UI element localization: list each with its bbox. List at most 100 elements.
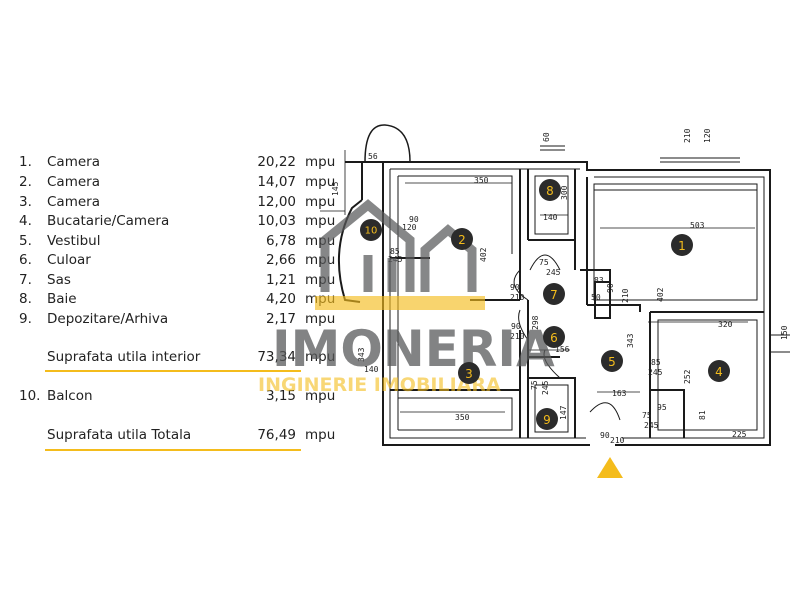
room-marker-10 — [360, 219, 382, 241]
subtotal-area: 73,34 — [257, 349, 296, 365]
room-number: 10. — [19, 388, 41, 404]
dim-label: 120 — [402, 223, 417, 232]
dim-label: 402 — [479, 247, 488, 262]
room-marker-7 — [543, 283, 565, 305]
room-area: 10,03 — [257, 213, 296, 229]
dim-label: 245 — [648, 368, 663, 377]
room-marker-label: 2 — [458, 233, 466, 247]
wall — [593, 183, 758, 301]
dim-label: 300 — [560, 185, 569, 200]
dim-label: 60 — [542, 132, 551, 142]
total-area: 76,49 — [257, 427, 296, 443]
room-area: 6,78 — [265, 233, 296, 249]
wall — [586, 177, 764, 313]
dim-label: 81 — [698, 410, 707, 420]
room-marker-2 — [451, 228, 473, 250]
room-area: 20,22 — [257, 154, 296, 170]
dim-label: 120 — [703, 128, 712, 143]
dim-label: 402 — [656, 287, 665, 302]
wall — [657, 319, 758, 431]
room-name: Vestibul — [47, 233, 101, 249]
room-name: Camera — [47, 174, 100, 190]
room-name: Baie — [47, 291, 77, 307]
dim-label: 85 — [651, 358, 661, 367]
room-number: 3. — [19, 194, 32, 210]
balcony-arc — [364, 124, 411, 163]
room-name: Depozitare/Arhiva — [47, 311, 169, 327]
subtotal-divider — [45, 370, 301, 372]
room-name: Bucatarie/Camera — [47, 213, 170, 229]
room-marker-label: 9 — [543, 413, 551, 427]
room-area: 2,17 — [265, 311, 296, 327]
room-marker-4 — [708, 360, 730, 382]
dim-label: 75 — [642, 411, 652, 420]
room-name: Balcon — [47, 388, 93, 404]
area-unit: mpu — [305, 349, 336, 365]
room-marker-9 — [536, 408, 558, 430]
watermark-house-icon — [320, 199, 477, 292]
wall — [534, 175, 569, 433]
area-unit: mpu — [305, 174, 336, 190]
dim-label: 245 — [541, 380, 550, 395]
area-unit: mpu — [305, 388, 336, 404]
dim-label: 503 — [690, 221, 705, 230]
room-name: Culoar — [47, 252, 91, 268]
room-area: 14,07 — [257, 174, 296, 190]
room-name: Sas — [47, 272, 71, 288]
area-unit: mpu — [305, 213, 336, 229]
room-number: 1. — [19, 154, 32, 170]
room-marker-label: 8 — [546, 184, 554, 198]
wall — [649, 312, 685, 438]
watermark-ruler — [315, 296, 485, 310]
room-marker-5 — [601, 350, 623, 372]
dim-label: 210 — [610, 436, 625, 445]
room-marker-label: 5 — [608, 355, 616, 369]
dim-label: 56 — [368, 152, 378, 161]
dim-label: 320 — [718, 320, 733, 329]
room-number: 9. — [19, 311, 32, 327]
dimension-labels: 56 145 350 402 300 140 503 402 320 343 3… — [331, 128, 789, 445]
dim-label: 343 — [357, 347, 366, 362]
dim-label: 75 — [530, 380, 539, 390]
room-marker-label: 1 — [678, 239, 686, 253]
room-marker-label: 6 — [550, 331, 558, 345]
dim-label: 163 — [612, 389, 627, 398]
dim-label: 150 — [780, 325, 789, 340]
dim-label: 350 — [455, 413, 470, 422]
room-marker-label: 3 — [465, 367, 473, 381]
dim-label: 75 — [539, 258, 549, 267]
dim-label: 210 — [621, 288, 630, 303]
watermark-tagline: INGINERIE IMOBILIARA — [258, 374, 501, 396]
window — [540, 145, 790, 353]
dim-label: 50 — [591, 293, 601, 302]
dim-label: 90 — [606, 283, 615, 293]
room-marker-label: 7 — [550, 288, 558, 302]
area-legend: 1. Camera 20,22 mpu 2. Camera 14,07 mpu … — [0, 0, 335, 600]
room-area: 1,21 — [265, 272, 296, 288]
room-area: 3,15 — [265, 388, 296, 404]
dim-label: 298 — [531, 315, 540, 330]
dim-label: 90 — [510, 283, 520, 292]
room-marker-label: 10 — [365, 226, 378, 237]
dim-label: 145 — [331, 181, 340, 196]
outer-wall — [382, 161, 771, 446]
room-number: 2. — [19, 174, 32, 190]
subtotal-label: Suprafata utila interior — [47, 349, 201, 365]
room-marker-1 — [671, 234, 693, 256]
area-unit: mpu — [305, 154, 336, 170]
total-divider — [45, 449, 301, 451]
room-marker-3 — [458, 362, 480, 384]
dim-label: 90 — [511, 322, 521, 331]
dim-label: 210 — [683, 128, 692, 143]
watermark-brand: IMONERIA — [272, 320, 555, 378]
room-area: 12,00 — [257, 194, 296, 210]
dim-label: 95 — [657, 403, 667, 412]
dim-label: 210 — [510, 332, 525, 341]
dim-label: 245 — [546, 268, 561, 277]
dim-label: 140 — [543, 213, 558, 222]
room-marker-8 — [539, 179, 561, 201]
dim-label: 210 — [510, 293, 525, 302]
room-marker-6 — [543, 326, 565, 348]
entrance-arrow — [597, 457, 623, 478]
room-number: 5. — [19, 233, 32, 249]
